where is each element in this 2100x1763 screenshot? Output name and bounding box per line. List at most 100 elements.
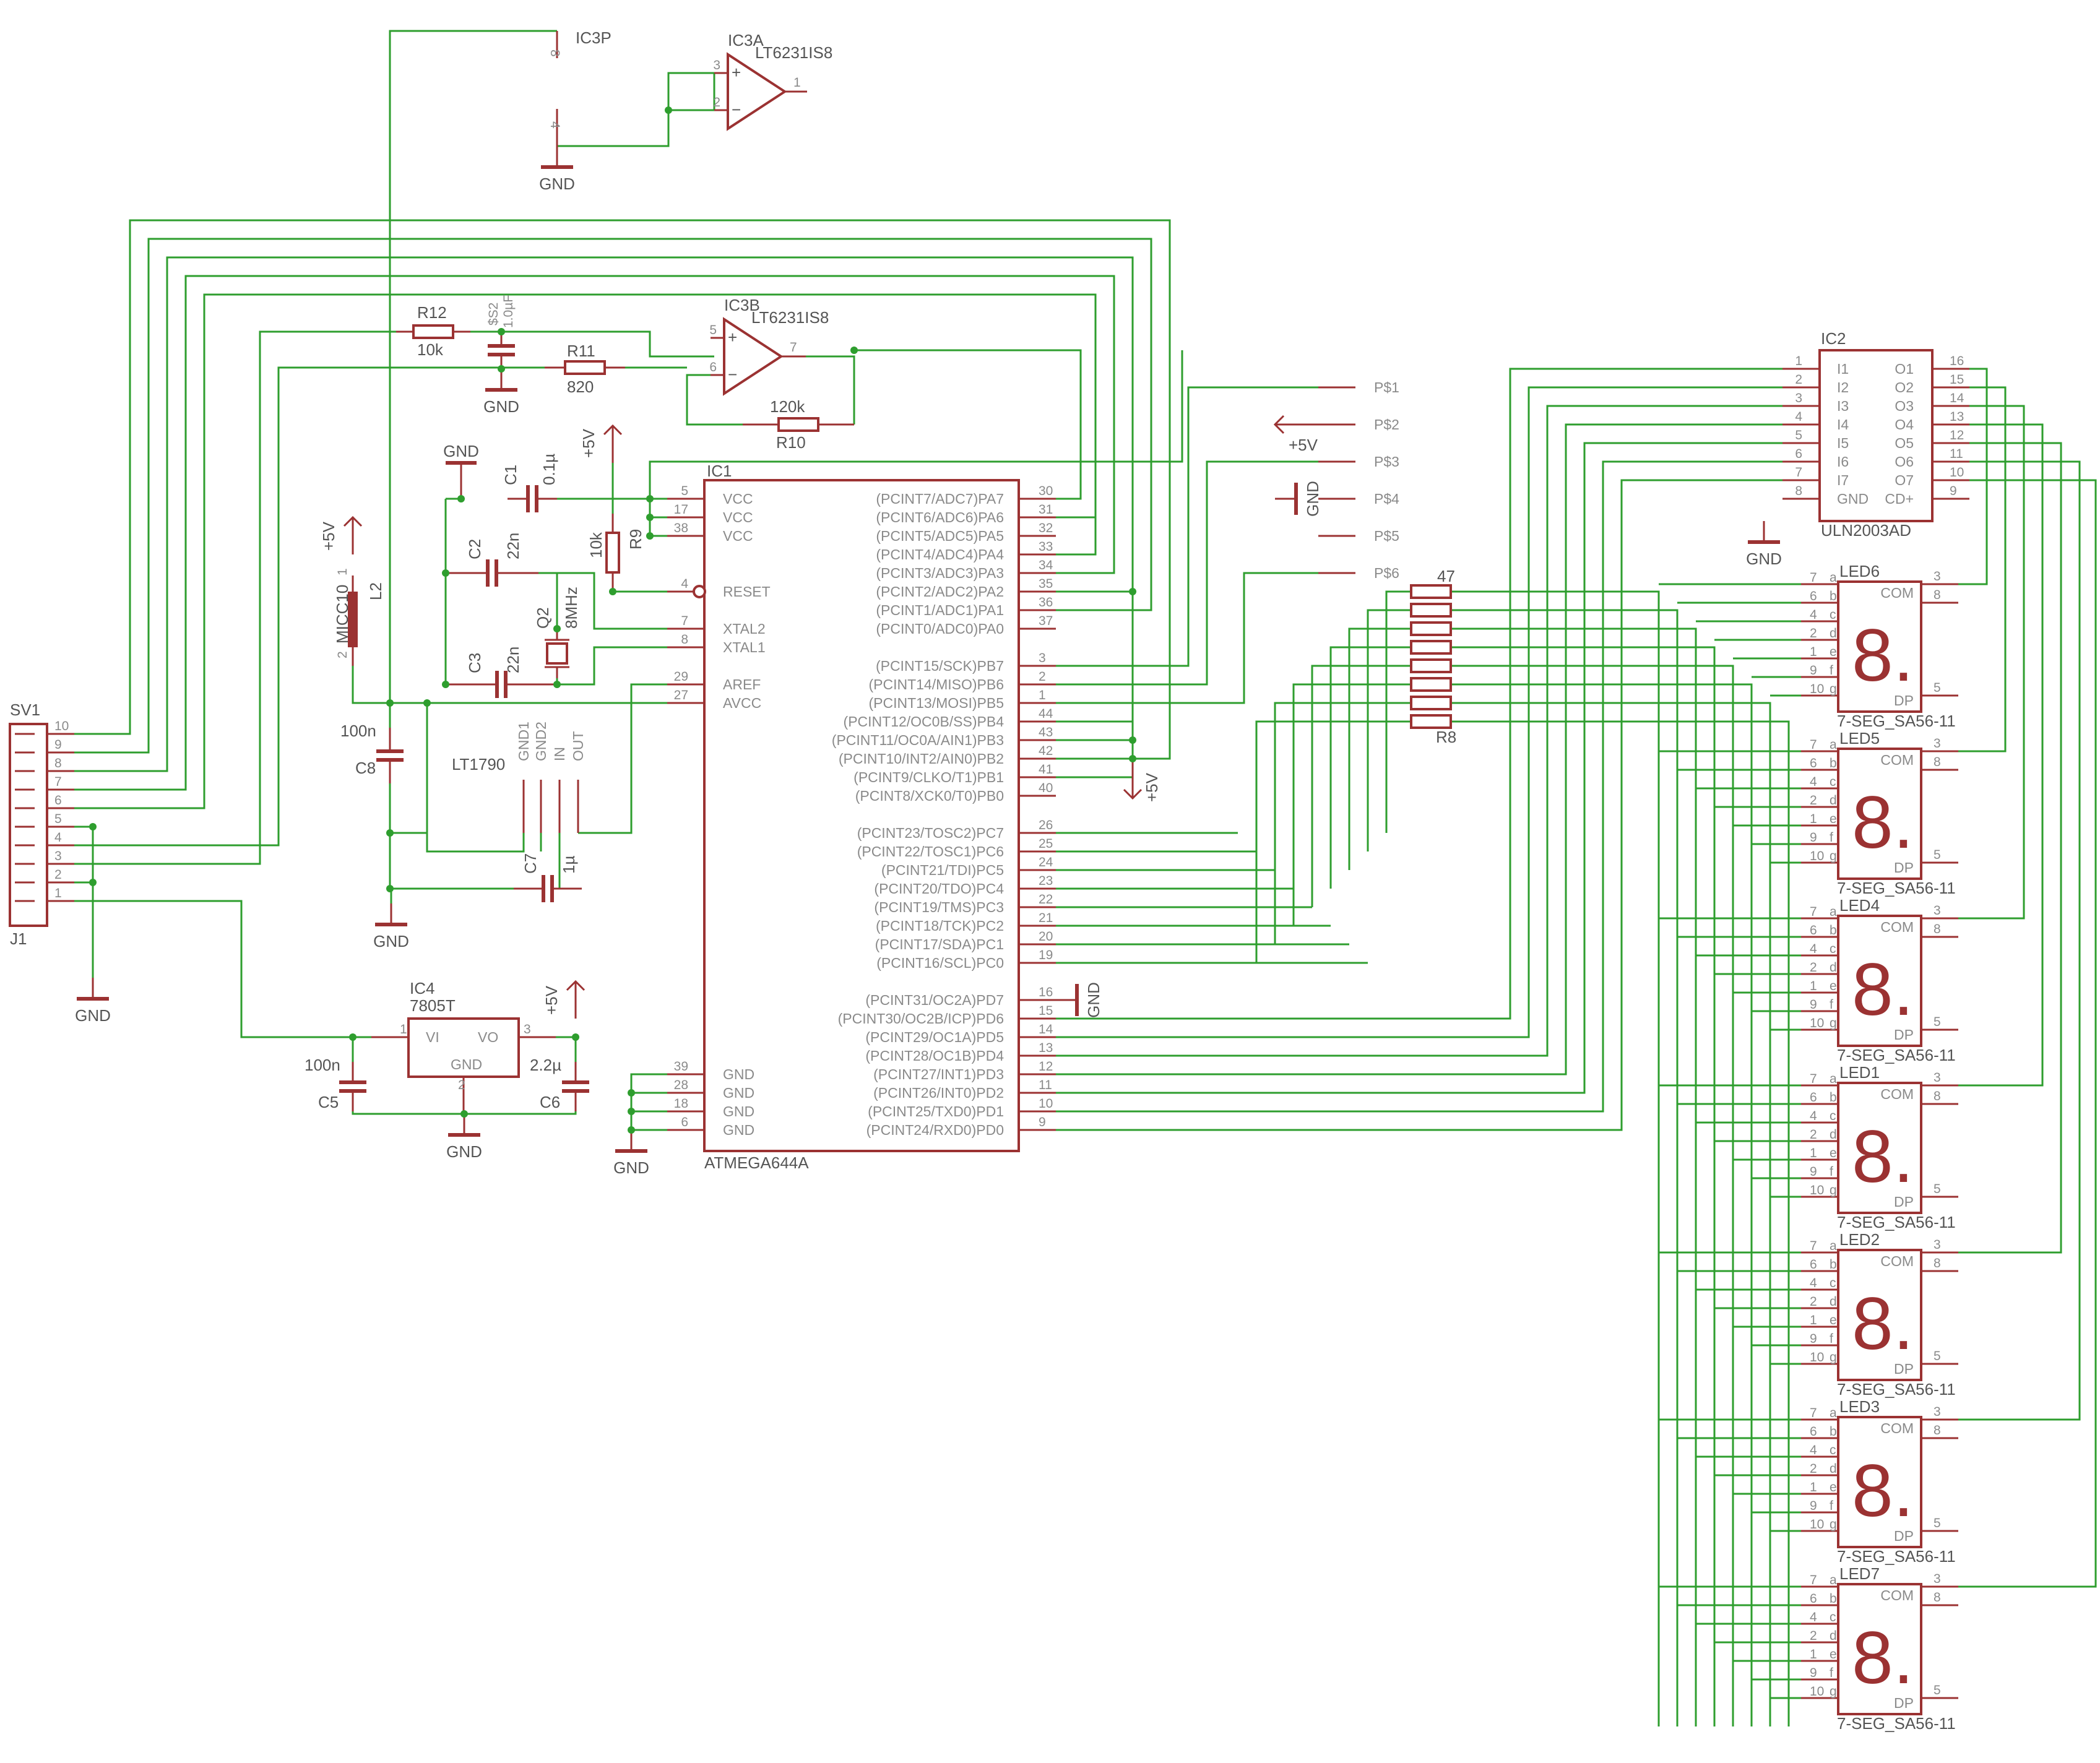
ic1-pin-function: (PCINT28/OC1B)PD4 [865,1048,1004,1064]
lt1790-pin: OUT [570,731,586,761]
pd7-gnd: GND [1056,982,1103,1018]
opamp-part: LT6231IS8 [755,43,832,62]
wire [1056,423,1782,1075]
wire [426,703,525,853]
ic1-pin-function: (PCINT21/TDI)PC5 [881,862,1004,878]
led-pin-number: 5 [1934,1182,1941,1196]
ic2-pin-function: GND [1837,491,1869,507]
led-pin-number: 6 [1810,756,1817,770]
pin-number: 4 [548,121,562,129]
led-dp: DP [1894,1695,1914,1711]
junction [442,681,449,688]
ic1-pin-function: VCC [723,528,753,544]
ic1-pin-number: 6 [681,1115,688,1129]
wire [630,1073,667,1131]
junction [1129,588,1136,595]
c2-value: 22n [504,533,522,559]
led-seg: g [1830,1183,1837,1197]
led-seg: a [1830,738,1837,752]
ic2-pin-number: 12 [1950,428,1964,442]
c2-name: C2 [465,539,484,559]
wire [74,275,1115,791]
port4-gnd: GND [1275,481,1322,517]
gnd-label: GND [1303,481,1322,517]
led-part: 7-SEG_SA56-11 [1837,1046,1956,1064]
port2-vcc: +5V [1273,415,1318,454]
led-seg: b [1830,1425,1837,1439]
pin-number: 3 [713,58,720,72]
junction [442,569,449,577]
led-pin-number: 6 [1810,1592,1817,1606]
led-seg: c [1830,1610,1836,1624]
ic1-pin-number: 29 [674,670,688,684]
led-pin-number: 4 [1810,1109,1817,1123]
wire [74,256,1134,772]
ic1-pin-function: (PCINT31/OC2A)PD7 [865,992,1004,1008]
ic1-pin-function: AREF [723,676,761,692]
led-seg: c [1830,1443,1836,1457]
r12-value: 10k [417,340,444,359]
wire [74,293,1097,809]
gnd-top-symbol: GND [443,442,479,499]
led-pin-number: 1 [1810,812,1817,826]
led-seg: e [1830,645,1837,659]
ic1-pin-function: XTAL2 [723,621,766,637]
led-pin-number: 6 [1810,589,1817,603]
gnd-label: GND [446,1142,482,1161]
led-digit: 8. [1852,1449,1914,1532]
lt1790-pin: GND1 [516,722,532,761]
ic1-pin-number: 4 [681,577,688,591]
wire [1348,627,1411,870]
wire [1056,386,1782,1038]
led-pin-number: 8 [1934,1590,1941,1605]
lt1790-pin: GND2 [533,722,549,761]
wire [1451,627,1697,1726]
led-pin-number: 6 [1810,923,1817,938]
led-seg: g [1830,1517,1837,1532]
ic1-pin-number: 18 [674,1097,688,1111]
ic2-pin-function: I2 [1837,379,1849,395]
led-pin-number: 7 [1810,1072,1817,1086]
ic1-pin-function: (PCINT30/OC2B/ICP)PD6 [838,1011,1004,1027]
led-seg: f [1830,1666,1833,1680]
wire [1958,460,2081,1421]
vcc-label: +5V [1143,772,1161,802]
led-pin-number: 10 [1810,1684,1824,1699]
junction [498,365,505,373]
led-pin-number: 2 [1810,1295,1817,1309]
ic1-pin-number: 27 [674,688,688,702]
c8-value: 100n [340,722,376,740]
wire [1958,479,2097,1588]
led-seg: e [1830,979,1837,993]
wire [470,330,714,358]
led-com: COM [1880,1420,1914,1436]
c8-name: C8 [355,759,376,777]
r9-value: 10k [587,532,605,558]
ic2-pin-number: 10 [1950,465,1964,480]
ic1-pin-number: 16 [1039,985,1053,999]
led-name: LED2 [1839,1230,1880,1249]
ic1-pin-number: 41 [1039,762,1053,777]
wire [1056,460,1318,686]
junction [1129,755,1136,762]
led-digit: 8. [1852,1282,1914,1365]
ic2-pin-number: 16 [1950,354,1964,368]
port-label: P$2 [1374,416,1399,433]
wire [1451,683,1753,1726]
led-part: 7-SEG_SA56-11 [1837,1714,1956,1733]
ic1-pin-function: (PCINT17/SDA)PC1 [875,936,1004,952]
led-seg: d [1830,793,1837,808]
led-part: 7-SEG_SA56-11 [1837,1213,1956,1231]
ic1-pin-number: 22 [1039,892,1053,907]
ic1-pin-number: 10 [1039,1097,1053,1111]
ports: P$1P$2P$3P$4P$5P$6 [1318,379,1399,581]
led-com: COM [1880,1253,1914,1269]
sv1-pin-number: 10 [54,719,69,733]
ic1-pin-function: (PCINT0/ADC0)PA0 [876,621,1004,637]
l2-value: MICC10 [333,585,352,644]
